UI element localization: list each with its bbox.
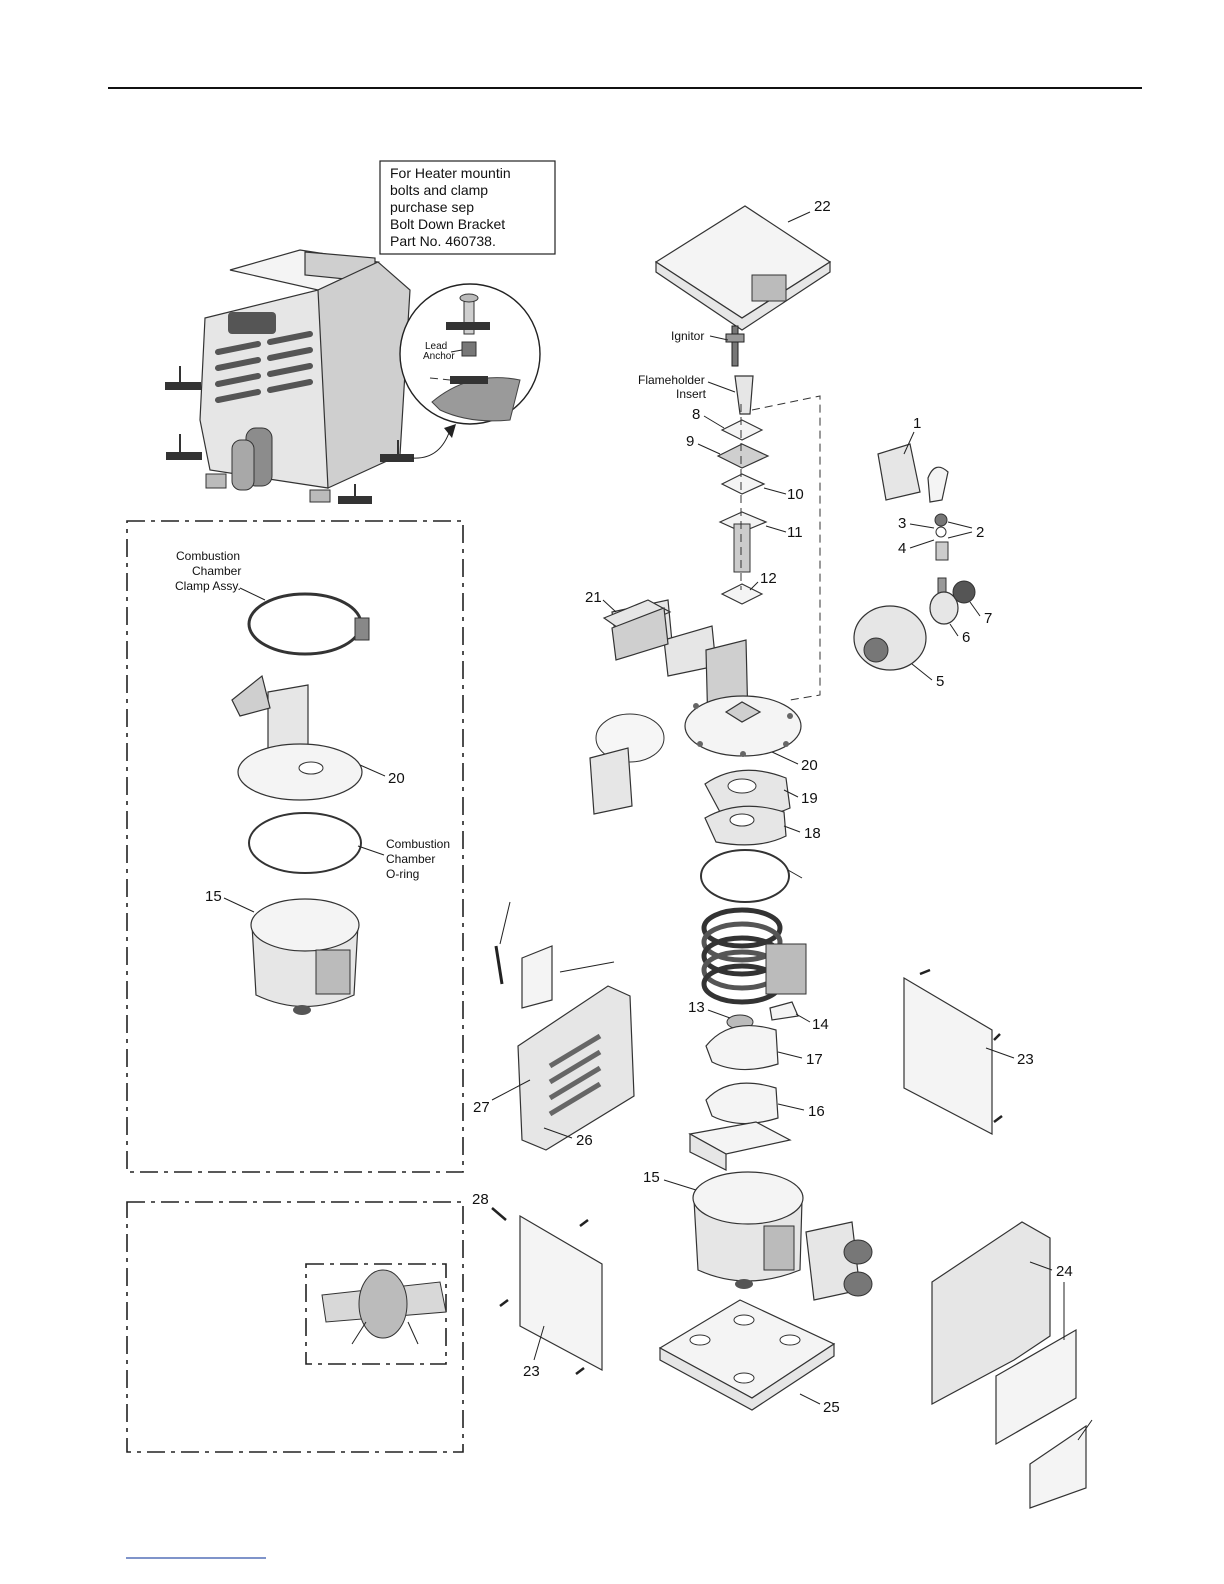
part-16	[706, 1083, 778, 1123]
callout-6: 6	[962, 629, 970, 646]
callout-5: 5	[936, 673, 944, 690]
part-7	[953, 581, 975, 603]
part-number-20-box: 20	[388, 770, 405, 787]
clamp-label-1: Combustion	[176, 549, 240, 563]
callout-21: 21	[585, 589, 602, 606]
oring-label-3: O-ring	[386, 867, 419, 881]
callout-7: 7	[984, 610, 992, 627]
gas-valve-assembly	[590, 714, 664, 814]
callout-8: 8	[692, 406, 700, 423]
blower-assembly	[854, 444, 975, 670]
callout-17: 17	[806, 1051, 823, 1068]
water-manifold	[806, 1222, 872, 1300]
callout-23-right: 23	[1017, 1051, 1034, 1068]
chamber-oring	[249, 813, 361, 873]
callout-22: 22	[814, 198, 831, 215]
note-line-3: purchase sep	[390, 199, 474, 215]
callout-3: 3	[898, 515, 906, 532]
note-line-5: Part No. 460738.	[390, 233, 496, 249]
heat-exchanger-coil	[704, 910, 806, 1002]
callout-16: 16	[808, 1103, 825, 1120]
blower-5	[854, 606, 926, 670]
flameholder-insert	[735, 376, 753, 414]
flameholder-label-2: Insert	[676, 387, 707, 401]
callout-1: 1	[913, 415, 921, 432]
callout-27: 27	[473, 1099, 490, 1116]
chamber-top-plate	[238, 744, 362, 800]
side-panel-23-left	[520, 1216, 602, 1370]
heat-exchanger-oring	[701, 850, 789, 902]
callout-15: 15	[643, 1169, 660, 1186]
heater-display-cover	[228, 312, 276, 334]
callout-13: 13	[688, 999, 705, 1016]
callout-24: 24	[1056, 1263, 1073, 1280]
combustion-chamber-box: Combustion Chamber Clamp Assy. 20 Combus…	[127, 521, 463, 1172]
callout-18: 18	[804, 825, 821, 842]
note-line-2: bolts and clamp	[390, 182, 488, 198]
callout-10: 10	[787, 486, 804, 503]
chamber-clamp-ring	[249, 594, 361, 654]
callout-26: 26	[576, 1132, 593, 1149]
flameholder-label-1: Flameholder	[638, 373, 705, 387]
ignitor	[726, 326, 744, 366]
callout-12: 12	[760, 570, 777, 587]
callout-2: 2	[976, 524, 984, 541]
base-25	[660, 1300, 834, 1410]
callout-11: 11	[787, 524, 803, 541]
side-panel-23-right	[904, 978, 992, 1134]
top-cover-22	[656, 206, 830, 330]
oring-label-1: Combustion	[386, 837, 450, 851]
oring-label-2: Chamber	[386, 852, 435, 866]
note-line-4: Bolt Down Bracket	[390, 216, 505, 232]
callout-14: 14	[812, 1016, 829, 1033]
callout-9: 9	[686, 433, 694, 450]
callout-23-left: 23	[523, 1363, 540, 1380]
mounting-note-box: For Heater mountin bolts and clamp purch…	[380, 161, 555, 254]
lead-anchor-inset: Lead Anchor	[400, 284, 540, 424]
side-panel-26	[518, 946, 634, 1150]
gas-valve-1	[878, 444, 920, 500]
part-17	[706, 1026, 778, 1070]
lead-anchor-label-2: Anchor	[423, 351, 455, 362]
callout-19: 19	[801, 790, 818, 807]
callout-25: 25	[823, 1399, 840, 1416]
part-14	[770, 1002, 798, 1020]
ignitor-label: Ignitor	[671, 329, 704, 343]
clamp-label-3: Clamp Assy.	[175, 579, 241, 593]
manifold-detail-box	[127, 1202, 463, 1452]
part-number-15-box: 15	[205, 888, 222, 905]
note-line-1: For Heater mountin	[390, 165, 511, 181]
callout-4: 4	[898, 540, 906, 557]
callout-28: 28	[472, 1191, 489, 1208]
callout-20: 20	[801, 757, 818, 774]
clamp-label-2: Chamber	[192, 564, 241, 578]
